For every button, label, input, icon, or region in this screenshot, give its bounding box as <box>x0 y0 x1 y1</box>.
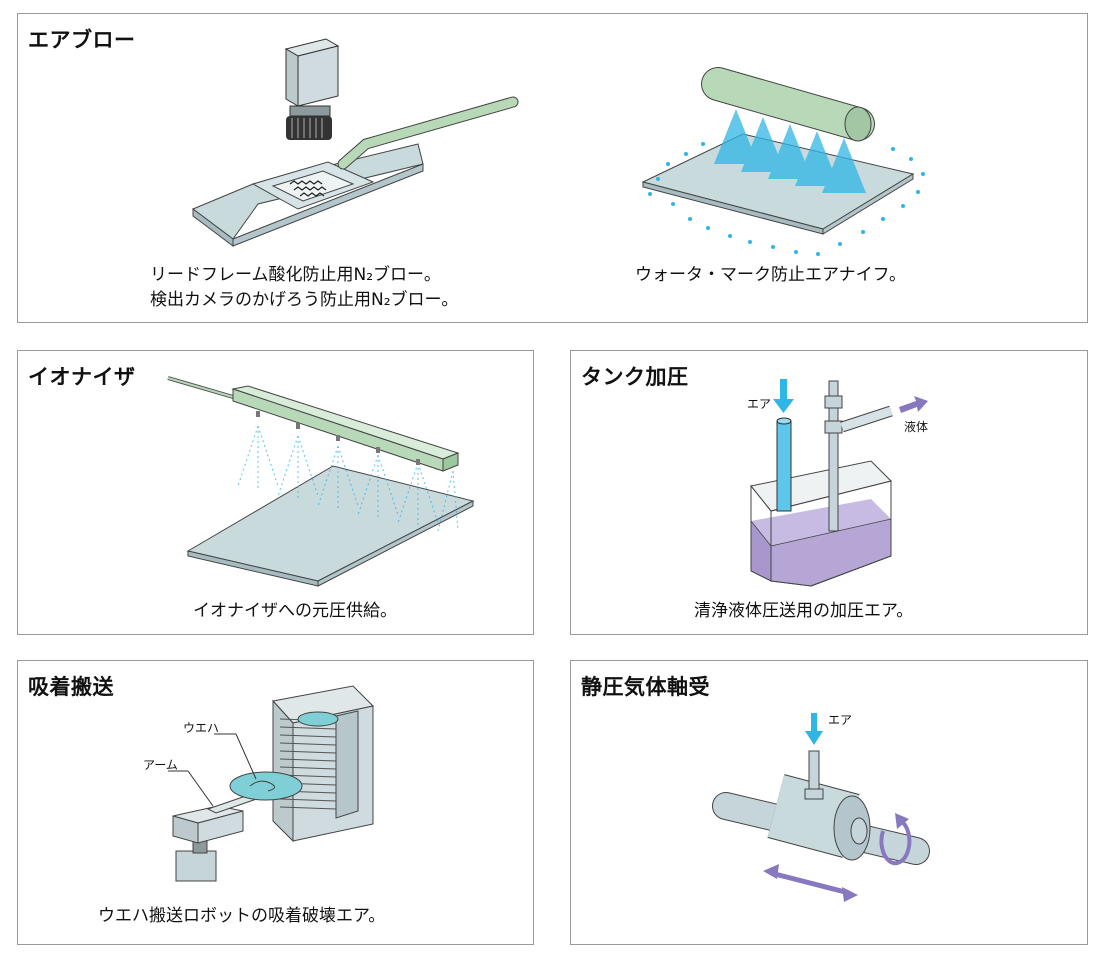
tank-illustration <box>750 379 928 587</box>
panel-title: エアブロー <box>28 28 136 52</box>
caption-ionizer: イオナイザへの元圧供給。 <box>193 601 397 621</box>
panel-title: 静圧気体軸受 <box>581 675 710 699</box>
caption-suction: ウエハ搬送ロボットの吸着破壊エア。 <box>98 906 386 926</box>
caption-tank: 清浄液体圧送用の加圧エア。 <box>694 601 914 621</box>
panel-title: タンク加圧 <box>581 365 689 389</box>
panel-title: 吸着搬送 <box>28 675 114 699</box>
label-wafer: ウエハ <box>183 721 220 735</box>
label-liquid: 液体 <box>904 420 929 434</box>
bearing-illustration <box>712 713 930 902</box>
ionizer-illustration <box>167 376 475 587</box>
panel-ionizer: イオナイザ イオナイザへの元圧供給。 <box>17 350 534 635</box>
panel-tank: タンク加圧 エア 液体 清浄液体圧送用の加圧エア。 <box>570 350 1088 635</box>
panel-title: イオナイザ <box>28 365 136 389</box>
label-air: エア <box>828 713 853 727</box>
panel-suction: 吸着搬送 ウエハ アーム ウエハ搬送ロボッ <box>17 660 534 945</box>
caption-lead-frame: リードフレーム酸化防止用N₂ブロー。 検出カメラのかげろう防止用N₂ブロー。 <box>150 263 458 313</box>
lead-frame-illustration <box>192 38 925 256</box>
panel-bearing: 静圧気体軸受 エア <box>570 660 1088 945</box>
panel-air-blow: エアブロー <box>17 13 1088 323</box>
caption-line-1: リードフレーム酸化防止用N₂ブロー。 <box>150 265 441 285</box>
caption-air-knife: ウォータ・マーク防止エアナイフ。 <box>635 265 906 285</box>
label-air: エア <box>747 397 772 411</box>
label-arm: アーム <box>143 758 178 772</box>
wafer-robot-illustration <box>168 685 375 882</box>
caption-line-2: 検出カメラのかげろう防止用N₂ブロー。 <box>150 290 459 310</box>
